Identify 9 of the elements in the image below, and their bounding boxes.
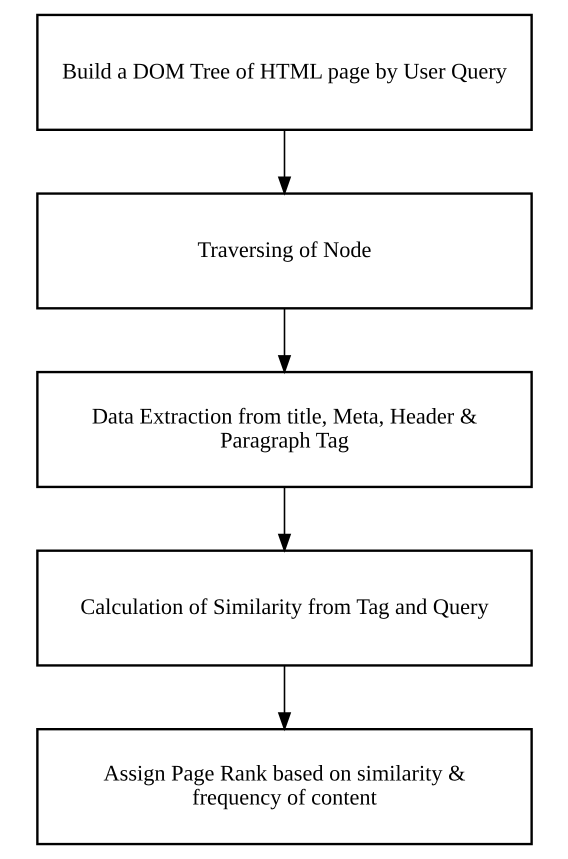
node-box: Build a DOM Tree of HTML page by User Query bbox=[36, 14, 532, 131]
arrow bbox=[277, 130, 291, 196]
arrow bbox=[277, 487, 291, 553]
arrow bbox=[277, 308, 291, 374]
node-box: Calculation of Similarity from Tag and Query bbox=[36, 549, 532, 667]
arrow bbox=[277, 666, 291, 732]
node-box: Data Extraction from title, Meta, Header & Paragraph Tag bbox=[36, 370, 532, 488]
node-box: Traversing of Node bbox=[36, 192, 532, 310]
node-box: Assign Page Rank based on similarity & frequency of content bbox=[36, 728, 532, 846]
